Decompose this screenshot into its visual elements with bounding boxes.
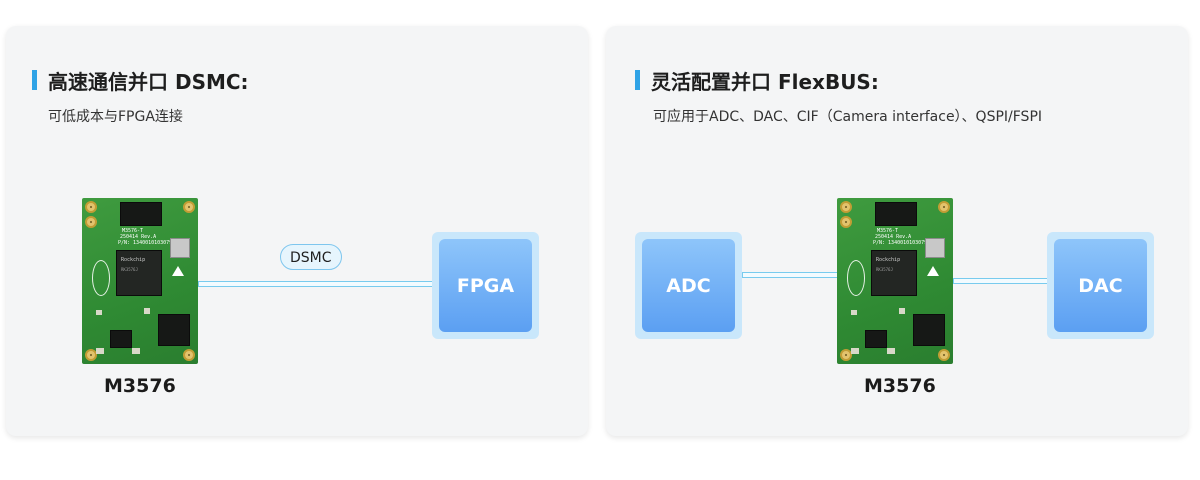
small-ic bbox=[865, 330, 887, 348]
board-pn-text: P/N: 1340010103079 bbox=[118, 240, 173, 246]
board-pn-text: P/N: 1340010103079 bbox=[873, 240, 928, 246]
soc-chip: Rockchip RK3576J bbox=[116, 250, 162, 296]
esd-triangle-icon bbox=[172, 266, 184, 276]
adc-connection-line bbox=[742, 272, 838, 278]
adc-box-label: ADC bbox=[642, 239, 735, 332]
smd-component bbox=[144, 308, 150, 314]
board-rev-text: 250414 Rev.A bbox=[120, 234, 157, 240]
soc-model-text: RK3576J bbox=[121, 267, 138, 272]
smd-component bbox=[132, 348, 140, 354]
fpga-box: FPGA bbox=[432, 232, 539, 339]
shield-component bbox=[170, 238, 190, 258]
dac-box: DAC bbox=[1047, 232, 1154, 339]
adc-box: ADC bbox=[635, 232, 742, 339]
m3576-board-image: M3576-T 250414 Rev.A P/N: 1340010103079 … bbox=[837, 198, 953, 364]
soc-brand-text: Rockchip bbox=[121, 257, 146, 263]
mounting-hole bbox=[183, 201, 195, 213]
esd-triangle-icon bbox=[927, 266, 939, 276]
m3576-board-image: M3576-T 250414 Rev.A P/N: 1340010103079 … bbox=[82, 198, 198, 364]
left-board-label: M3576 bbox=[104, 375, 176, 397]
smd-component bbox=[899, 308, 905, 314]
mounting-hole bbox=[85, 349, 97, 361]
left-panel-subtitle: 可低成本与FPGA连接 bbox=[48, 109, 183, 125]
small-ic bbox=[110, 330, 132, 348]
mounting-hole bbox=[85, 216, 97, 228]
board-rev-text: 250414 Rev.A bbox=[875, 234, 912, 240]
soc-brand-text: Rockchip bbox=[876, 257, 901, 263]
memory-chip bbox=[875, 202, 917, 226]
left-panel-title: 高速通信并口 DSMC: bbox=[48, 70, 249, 94]
memory-chip bbox=[120, 202, 162, 226]
mounting-hole bbox=[85, 201, 97, 213]
smd-component bbox=[851, 348, 859, 354]
soc-model-text: RK3576J bbox=[876, 267, 893, 272]
mounting-hole bbox=[840, 216, 852, 228]
shield-component bbox=[925, 238, 945, 258]
smd-component bbox=[96, 310, 102, 315]
title-accent-bar bbox=[32, 70, 37, 90]
right-board-label: M3576 bbox=[864, 375, 936, 397]
dsmc-label-pill: DSMC bbox=[280, 244, 342, 270]
silkscreen-oval bbox=[92, 260, 110, 296]
pmic-chip bbox=[913, 314, 945, 346]
board-model-text: M3576-T bbox=[122, 228, 144, 234]
dsmc-connection-line bbox=[198, 281, 434, 287]
dac-connection-line bbox=[953, 278, 1049, 284]
mounting-hole bbox=[840, 349, 852, 361]
smd-component bbox=[887, 348, 895, 354]
dac-box-label: DAC bbox=[1054, 239, 1147, 332]
pmic-chip bbox=[158, 314, 190, 346]
smd-component bbox=[96, 348, 104, 354]
mounting-hole bbox=[840, 201, 852, 213]
title-accent-bar bbox=[635, 70, 640, 90]
soc-chip: Rockchip RK3576J bbox=[871, 250, 917, 296]
smd-component bbox=[851, 310, 857, 315]
board-model-text: M3576-T bbox=[877, 228, 899, 234]
mounting-hole bbox=[938, 349, 950, 361]
mounting-hole bbox=[183, 349, 195, 361]
silkscreen-oval bbox=[847, 260, 865, 296]
right-panel-subtitle: 可应用于ADC、DAC、CIF（Camera interface）、QSPI/F… bbox=[653, 109, 1043, 125]
right-panel-title: 灵活配置并口 FlexBUS: bbox=[651, 70, 879, 94]
fpga-box-label: FPGA bbox=[439, 239, 532, 332]
mounting-hole bbox=[938, 201, 950, 213]
